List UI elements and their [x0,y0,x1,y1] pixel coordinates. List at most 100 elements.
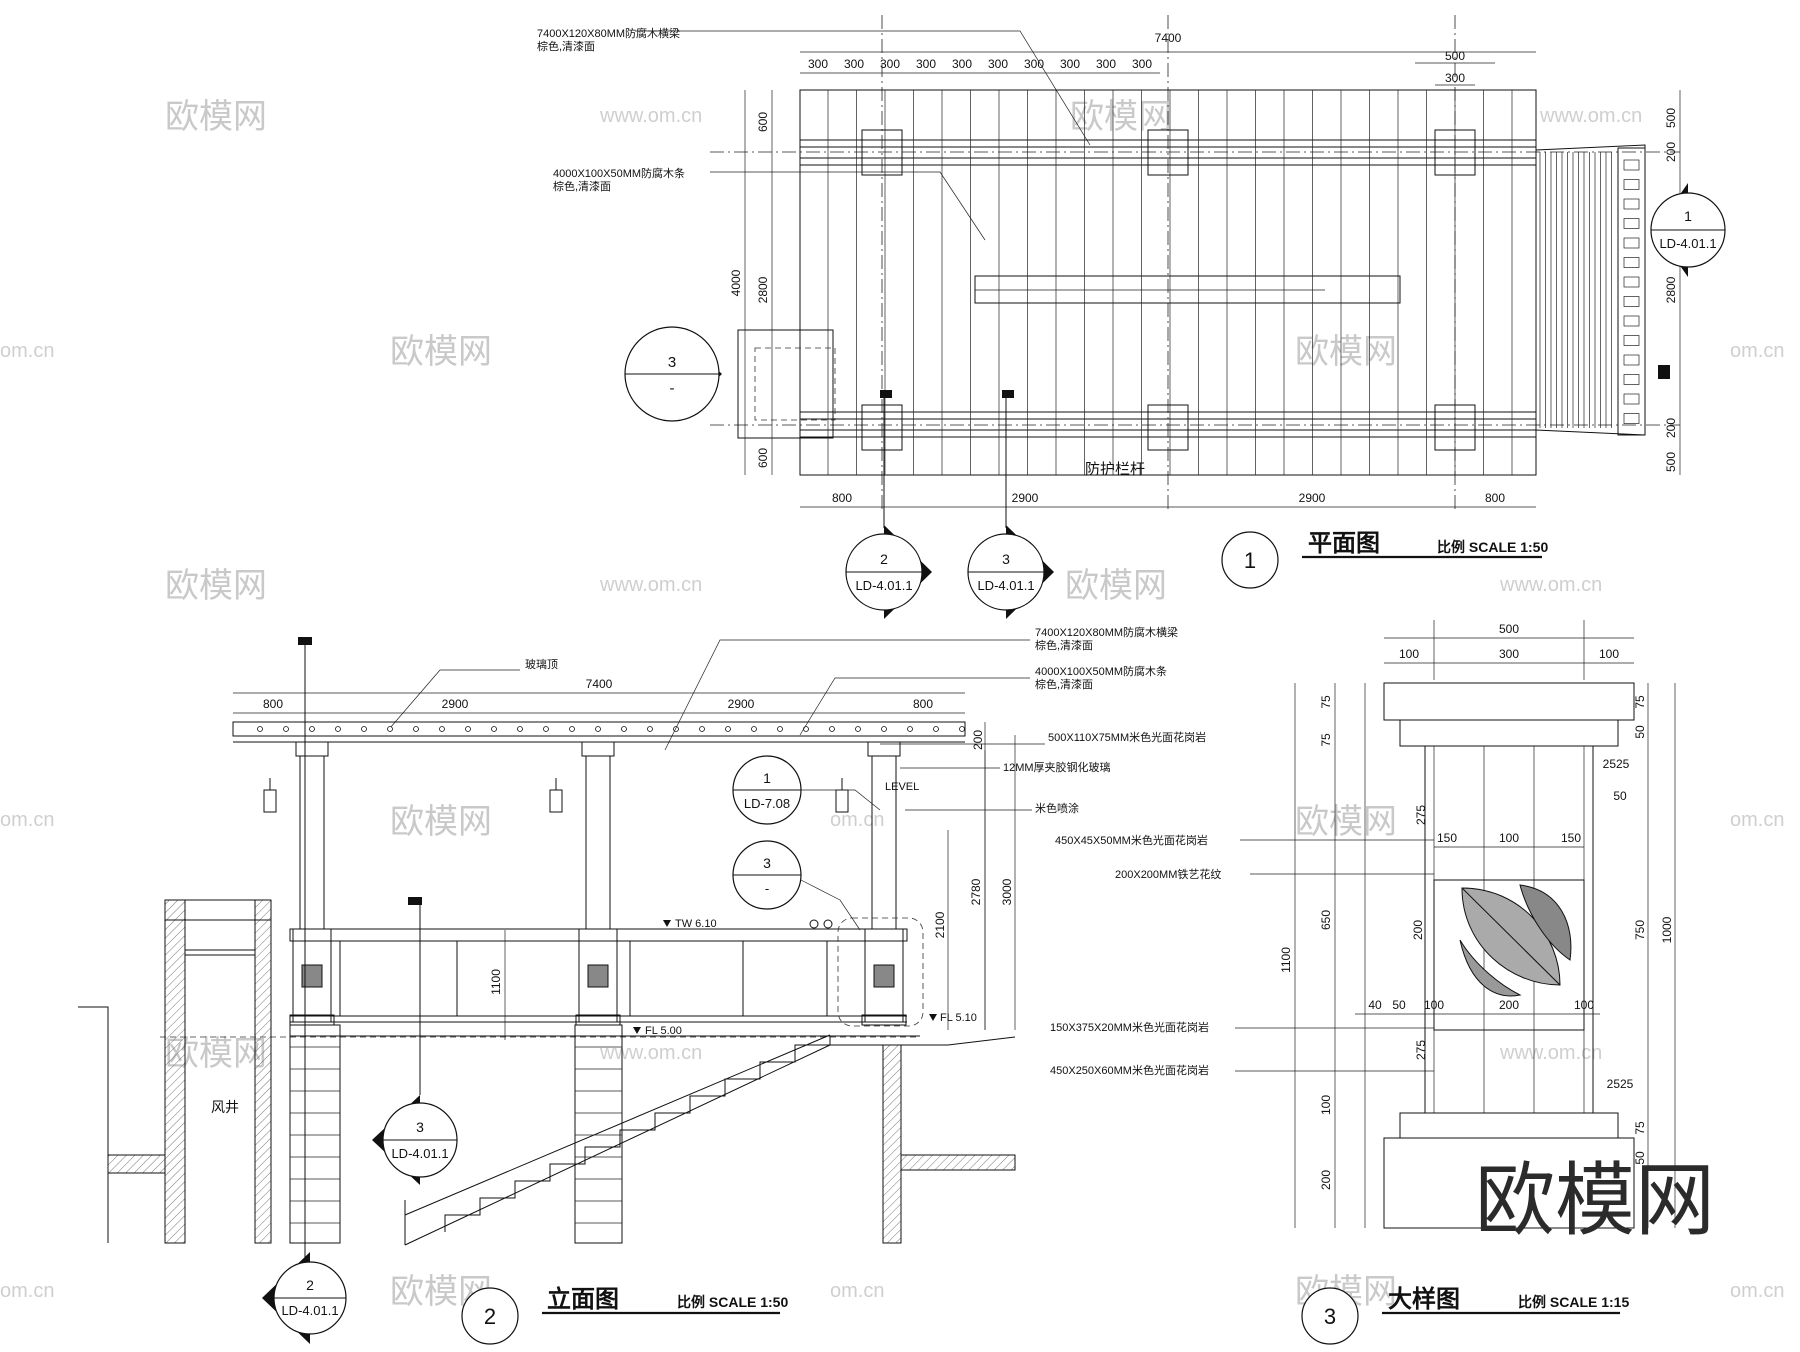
plan-baluster [1623,393,1640,405]
section-callout: 3 LD-4.01.1 [967,390,1054,619]
plan-baluster [1623,296,1640,307]
detail-note: 150X375X20MM米色光面花岗岩 [1050,1020,1209,1034]
detail-dim: 200 [1499,998,1519,1012]
elev-title: 立面图 [547,1285,619,1313]
detail-title: 大样图 [1388,1285,1460,1313]
leader-line [664,639,1030,751]
elev-roof-slats [257,726,965,732]
plan-dim: 2800 [1664,276,1678,303]
elev-vdim: 2100 [933,911,947,938]
elev-stair-rail [404,1034,831,1216]
section-callout: 3 LD-4.01.1 [372,905,458,1185]
elevation-view: 7400 800 2900 2900 800 玻璃顶 [78,625,1206,1345]
lantern-icon [549,789,563,813]
elev-piers [289,1024,623,1244]
section-mark [1658,365,1670,379]
detail-dim: 200 [1411,920,1425,940]
detail-cap-lower [1399,719,1619,747]
callout-number: 1 [1684,208,1692,224]
detail-base [1383,1137,1635,1229]
detail-dim: 500 [1499,622,1519,636]
plan-spacing-dim: 300 [808,57,828,71]
shaft-label: 风井 [211,1099,239,1115]
watermark-url: om.cn [1730,809,1784,831]
plan-spacing-dim: 300 [1096,57,1116,71]
detail-dim: 100 [1599,647,1619,661]
callout-number: 1 [763,770,771,786]
plan-spacing-dim: 300 [880,57,900,71]
roof-slat-mark [621,726,627,732]
level-tw: TW 6.10 [675,918,717,930]
plan-view-number: 1 [1244,548,1256,573]
plan-note-slat-sub: 棕色,清漆面 [553,179,611,193]
detail-base-upper [1399,1112,1619,1139]
detail-callout: 1 LD-7.08 [732,755,881,825]
plan-baluster [1623,237,1640,249]
watermark-url: om.cn [0,1280,54,1302]
section-callout: 2 LD-4.01.1 [845,390,932,619]
watermark-url: www.om.cn [599,1042,702,1064]
plan-baluster [1623,159,1640,171]
column-capital [295,741,329,757]
detail-point [823,919,833,929]
watermark-url: www.om.cn [599,105,702,127]
plan-baluster [1623,218,1640,229]
plan-bench [974,275,1401,304]
elev-vdim: 200 [971,730,985,750]
plan-dim: 2900 [1299,491,1326,505]
roof-slat-mark [751,726,757,732]
column-capital [581,741,615,757]
plan-spacing-dim: 300 [1132,57,1152,71]
detail-dim: 150 [1561,831,1581,845]
plan-baluster [1623,335,1640,346]
plan-left-total: 4000 [729,269,743,296]
plan-baluster [1623,315,1640,327]
callout-number: 3 [763,855,771,871]
plan-spacing-dim: 300 [844,57,864,71]
elev-wall [882,1044,902,1244]
roof-slat-mark [907,726,913,732]
detail-dim: 75 [1319,733,1333,747]
watermark-url: www.om.cn [1499,574,1602,596]
plan-dim: 500 [1664,108,1678,128]
section-callout: 2 LD-4.01.1 [262,660,347,1344]
plan-note-slat: 4000X100X50MM防腐木条 [553,166,685,180]
plan-dim: 2800 [756,276,770,303]
plan-steps [1535,144,1646,436]
detail-dim: 100 [1574,998,1594,1012]
plan-column [1434,404,1476,451]
plan-column [861,129,903,176]
detail-dim: 75 [1633,695,1647,709]
watermark-cn: 欧模网 [165,567,267,605]
roof-slat-mark [491,726,497,732]
watermark-cn: 欧模网 [390,803,492,841]
watermark-url: om.cn [830,809,884,831]
watermark-cn: 欧模网 [1065,567,1167,605]
plan-overall-dim: 7400 [1155,31,1182,45]
detail-dim: 2525 [1607,1077,1634,1091]
detail-cap [1383,682,1635,721]
roof-slat-mark [257,726,263,732]
plan-note-beam: 7400X120X80MM防腐木横梁 [537,26,680,40]
roof-slat-mark [829,726,835,732]
section-callout: 3 - [624,326,722,422]
leaf-ornament-icon [1459,884,1572,997]
plan-dim: 200 [1664,142,1678,162]
plan-stair-box [737,329,834,439]
plan-dim: 600 [756,112,770,132]
callout-number: 2 [880,551,888,567]
callout-number: 2 [306,1277,314,1293]
detail-dim: 100 [1399,647,1419,661]
plan-dim: 300 [1445,71,1465,85]
plan-baluster [1623,276,1640,288]
elev-vdim: 2780 [969,878,983,905]
elev-scale: 比例 SCALE 1:50 [677,1294,788,1310]
leader-line [710,171,986,241]
column-shaft [299,755,325,930]
detail-callout: 3 - [732,840,861,931]
elev-stair [444,1044,830,1232]
watermark-url: www.om.cn [1499,1042,1602,1064]
detail-dim: 750 [1633,920,1647,940]
leader-line [799,677,1030,736]
